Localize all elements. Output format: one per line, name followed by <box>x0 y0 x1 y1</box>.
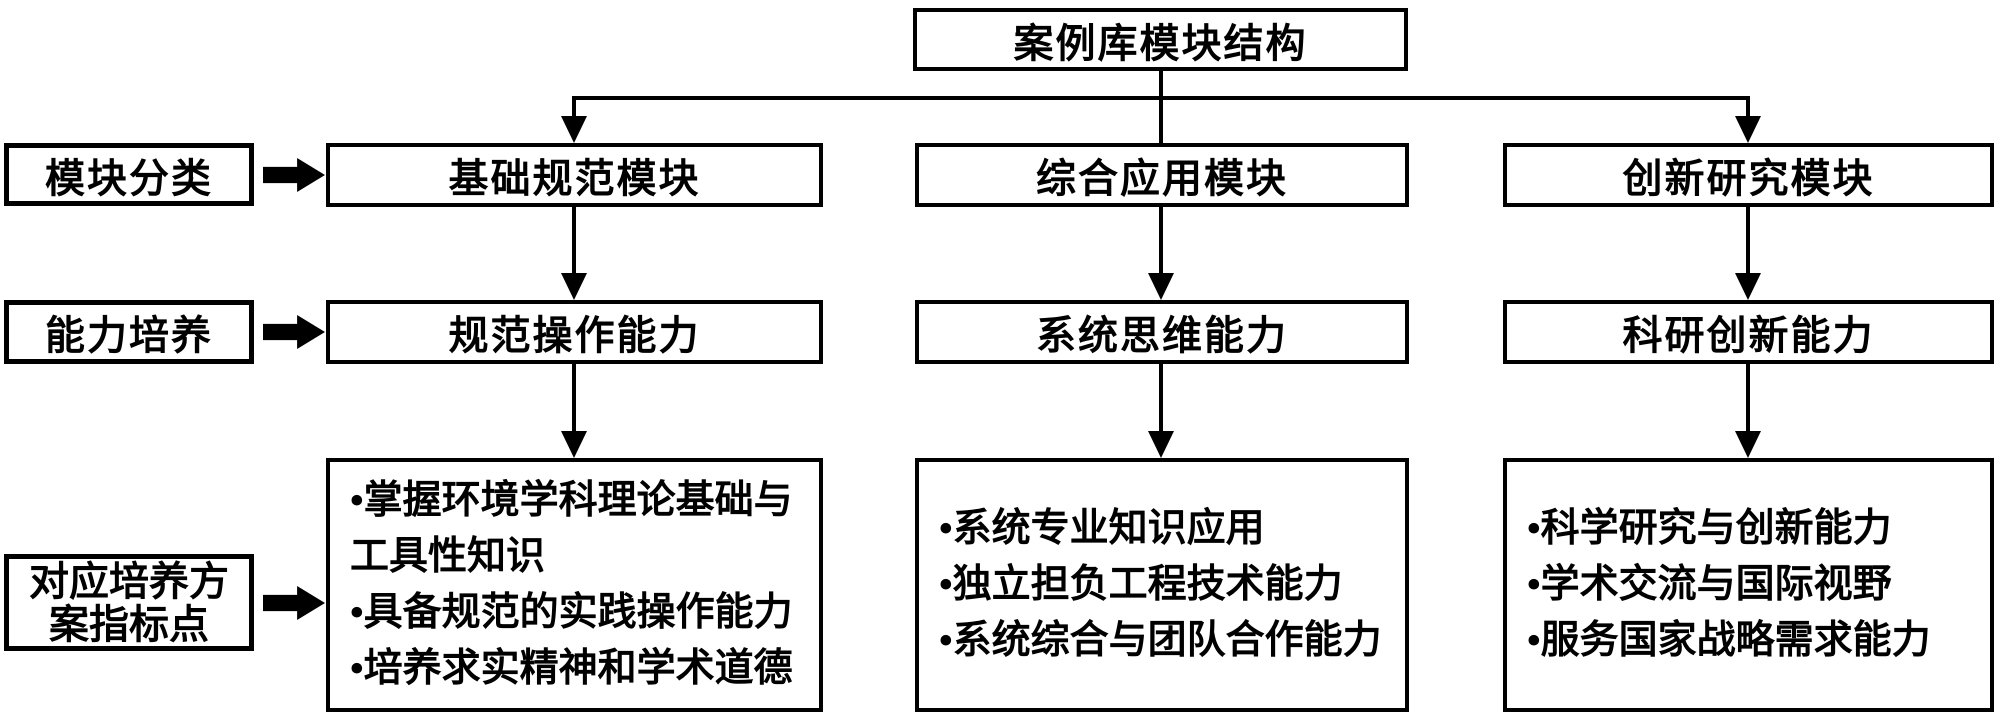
connector-col2-r2r3 <box>1159 364 1163 434</box>
arrow-down-icon <box>561 273 587 300</box>
arrow-down-icon <box>1148 273 1174 300</box>
module-box-comprehensive-application: 综合应用模块 <box>915 143 1409 207</box>
connector-col3-r2r3 <box>1746 364 1750 434</box>
root-title-box: 案例库模块结构 <box>913 8 1408 71</box>
connector-col3-r1r2 <box>1746 207 1750 277</box>
arrow-down-icon <box>561 116 587 143</box>
side-label-indicator-points: 对应培养方 案指标点 <box>4 554 254 651</box>
connector-left-drop <box>572 96 576 120</box>
indicator-item: •系统专业知识应用 <box>939 507 1265 550</box>
side-label-module-category: 模块分类 <box>4 143 254 206</box>
connector-col1-r1r2 <box>572 207 576 277</box>
connector-horizontal <box>572 96 1749 100</box>
indicator-item: •系统综合与团队合作能力 <box>939 619 1382 662</box>
ability-box-systems-thinking: 系统思维能力 <box>915 300 1409 364</box>
arrow-down-icon <box>561 431 587 458</box>
connector-col1-r2r3 <box>572 364 576 434</box>
indicator-item: •独立担负工程技术能力 <box>939 563 1343 606</box>
indicator-item: •掌握环境学科理论基础与工具性知识 <box>350 479 793 578</box>
side-label-ability-training: 能力培养 <box>4 300 254 364</box>
indicator-item: •科学研究与创新能力 <box>1527 507 1892 550</box>
arrow-down-icon <box>1735 116 1761 143</box>
module-box-basic-standard: 基础规范模块 <box>326 143 823 207</box>
arrow-down-icon <box>1735 273 1761 300</box>
connector-root-vertical <box>1159 71 1163 143</box>
indicators-box-comprehensive-application: •系统专业知识应用 •独立担负工程技术能力 •系统综合与团队合作能力 <box>915 458 1409 712</box>
block-right-arrow-icon <box>263 586 325 620</box>
block-right-arrow-icon <box>263 315 325 349</box>
indicator-item: •学术交流与国际视野 <box>1527 563 1892 606</box>
indicator-item: •服务国家战略需求能力 <box>1527 619 1931 662</box>
arrow-down-icon <box>1735 431 1761 458</box>
ability-box-research-innovation: 科研创新能力 <box>1503 300 1994 364</box>
side-label-indicator-line1: 对应培养方 <box>29 558 229 604</box>
indicators-box-basic-standard: •掌握环境学科理论基础与工具性知识 •具备规范的实践操作能力 •培养求实精神和学… <box>326 458 823 712</box>
connector-right-drop <box>1746 96 1750 120</box>
indicators-box-innovative-research: •科学研究与创新能力 •学术交流与国际视野 •服务国家战略需求能力 <box>1503 458 1994 712</box>
arrow-down-icon <box>1148 431 1174 458</box>
side-label-indicator-line2: 案指标点 <box>49 601 209 647</box>
ability-box-standard-operation: 规范操作能力 <box>326 300 823 364</box>
module-box-innovative-research: 创新研究模块 <box>1503 143 1994 207</box>
indicator-item: •培养求实精神和学术道德 <box>350 647 793 690</box>
indicator-item: •具备规范的实践操作能力 <box>350 591 793 634</box>
block-right-arrow-icon <box>263 158 325 192</box>
connector-col2-r1r2 <box>1159 207 1163 277</box>
